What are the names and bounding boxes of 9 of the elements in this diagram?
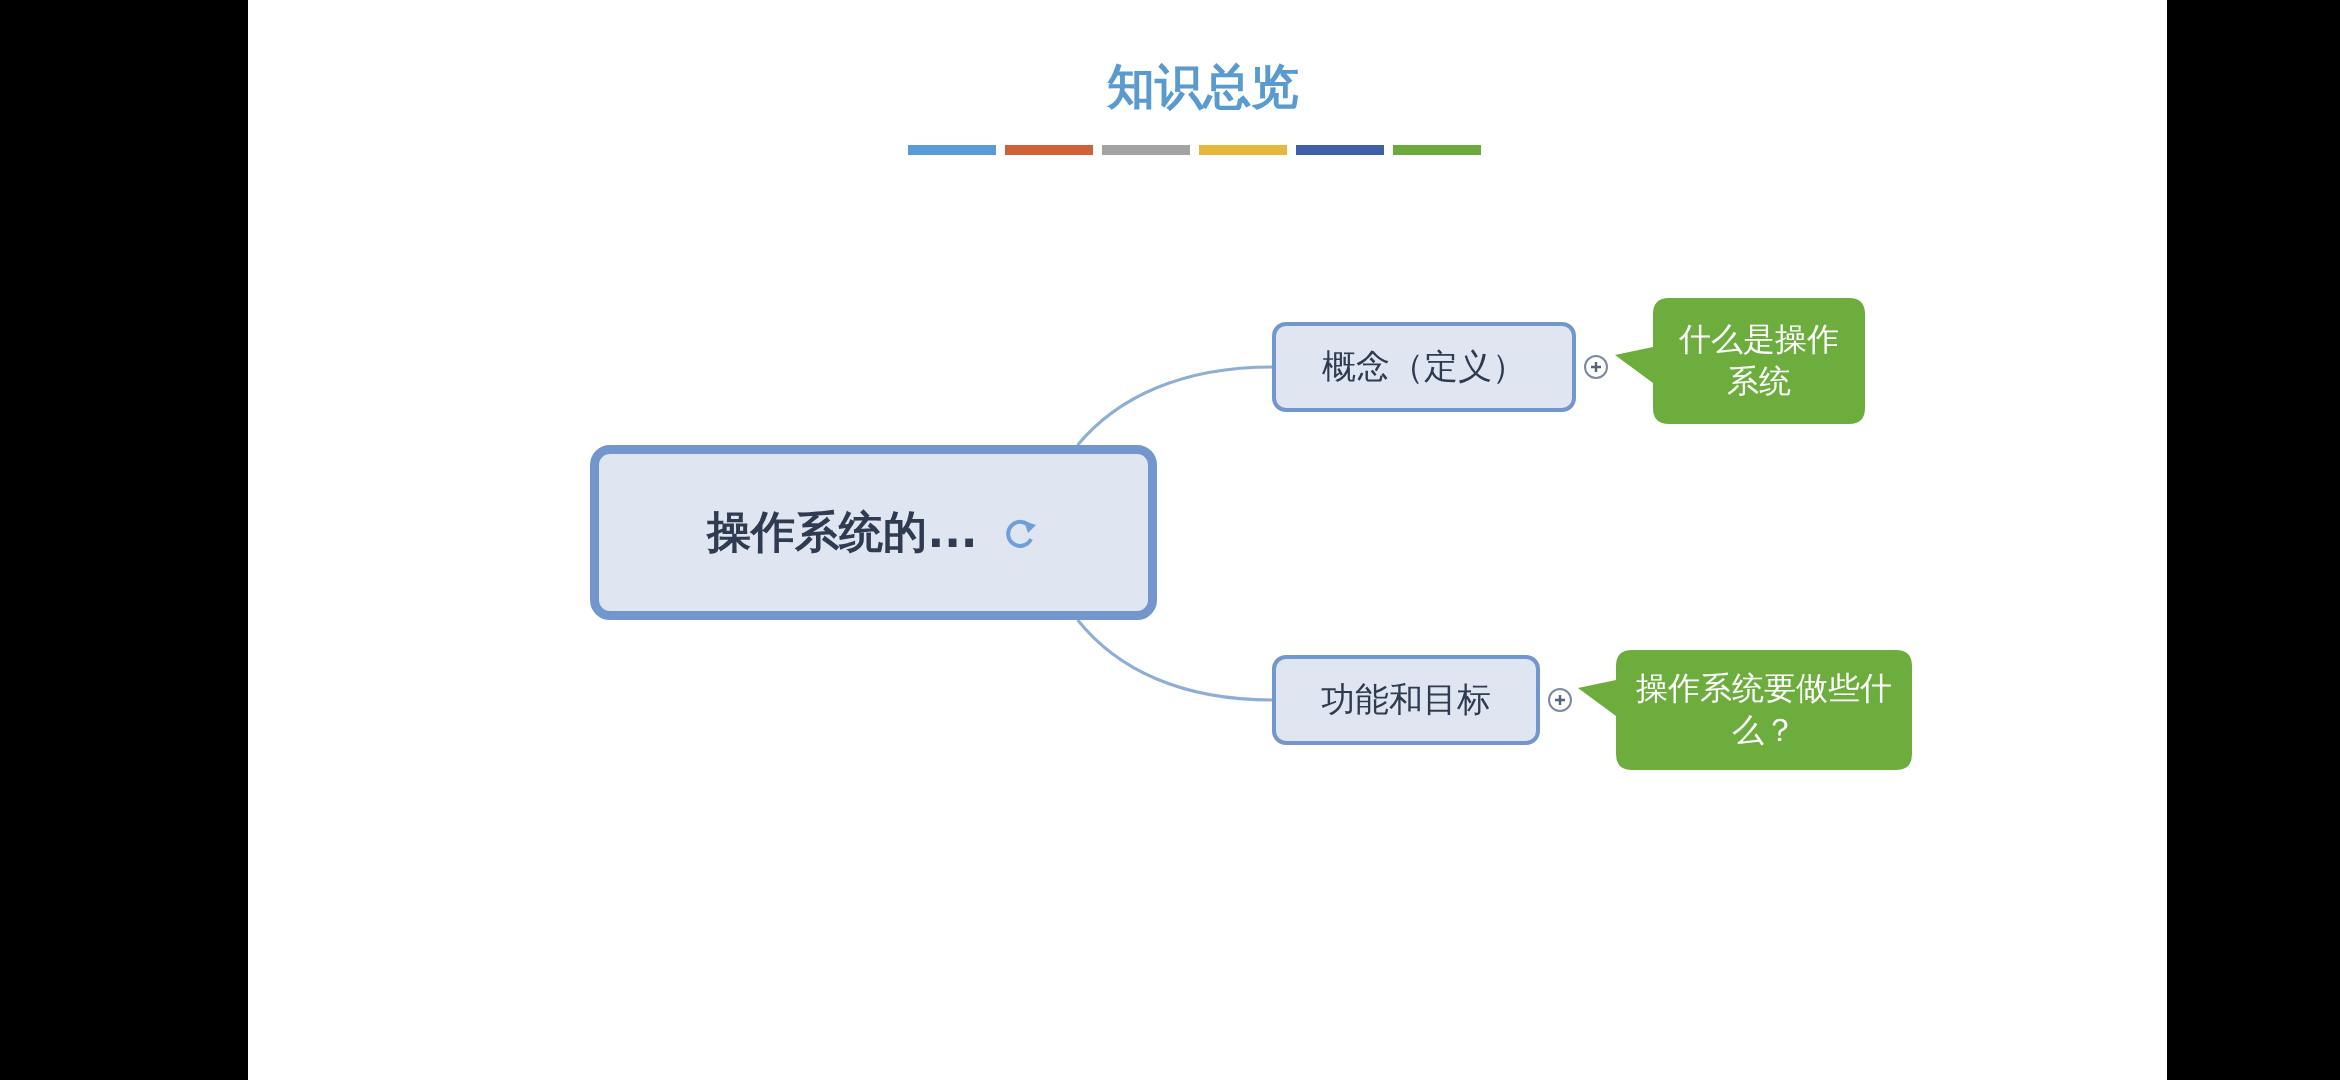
- title: 知识总览: [1105, 57, 1300, 116]
- connector-line: [1076, 365, 1273, 446]
- topic-text: 操作系统的...: [707, 505, 978, 559]
- connector-line: [1076, 619, 1273, 702]
- topic-box: 概念（定义）: [1272, 322, 1576, 412]
- speech-bubble: 操作系统要做些什么？: [1578, 650, 1912, 770]
- topic-box: 功能和目标: [1272, 655, 1540, 745]
- central-topic-box: [590, 445, 1157, 620]
- speech-bubble: 什么是操作系统: [1615, 298, 1865, 424]
